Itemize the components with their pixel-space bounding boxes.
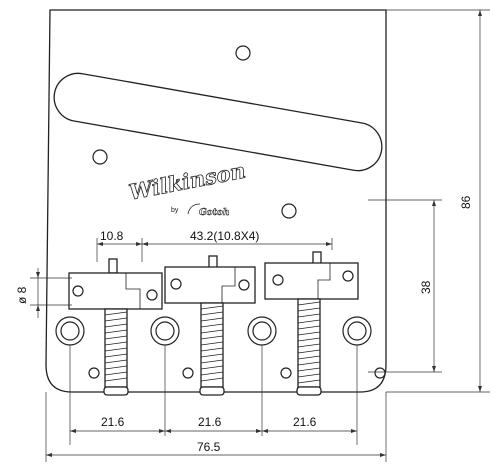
string-hole-4 [342,316,372,346]
dim-saddle-spacing [96,238,333,262]
small-hole-3 [280,367,292,379]
screw-head-2 [199,386,225,396]
maker-name: Gotoh [199,208,229,218]
dim-label-diameter: ø 8 [15,286,29,304]
screw-1 [104,308,128,388]
dim-label-21-6-c: 21.6 [293,415,317,429]
screw-head-3 [296,386,322,396]
dim-height-38 [368,199,442,373]
string-hole-3 [247,316,277,346]
string-hole-1 [55,316,85,346]
saddle-1 [68,258,163,310]
brand-by: by [171,207,179,214]
dim-label-76-5: 76.5 [197,440,221,454]
dim-label-86: 86 [459,195,473,209]
small-hole-2 [182,367,194,379]
mount-hole-top-right [235,45,251,61]
small-hole-4 [374,367,386,379]
dim-label-21-6-b: 21.6 [198,415,222,429]
dim-height-86 [386,9,490,393]
dim-label-38: 38 [419,280,433,294]
mount-hole-right [281,203,297,219]
small-hole-1 [88,367,100,379]
dim-bottom-spacing [69,345,358,445]
screw-head-1 [103,386,129,396]
dim-hole-diameter [30,268,72,318]
maker-logo: Gotoh [187,203,230,218]
string-hole-2 [150,316,180,346]
saddle-2 [164,255,256,304]
mount-hole-left [92,149,108,165]
dim-width-76-5 [45,392,387,462]
pickup-outline [53,72,383,172]
dim-label-10-8: 10.8 [100,229,124,243]
saddle-3 [264,251,359,300]
dim-label-43-2: 43.2(10.8X4) [190,229,259,243]
dim-label-21-6-a: 21.6 [101,415,125,429]
screw-2 [200,302,224,388]
screw-3 [297,298,321,388]
